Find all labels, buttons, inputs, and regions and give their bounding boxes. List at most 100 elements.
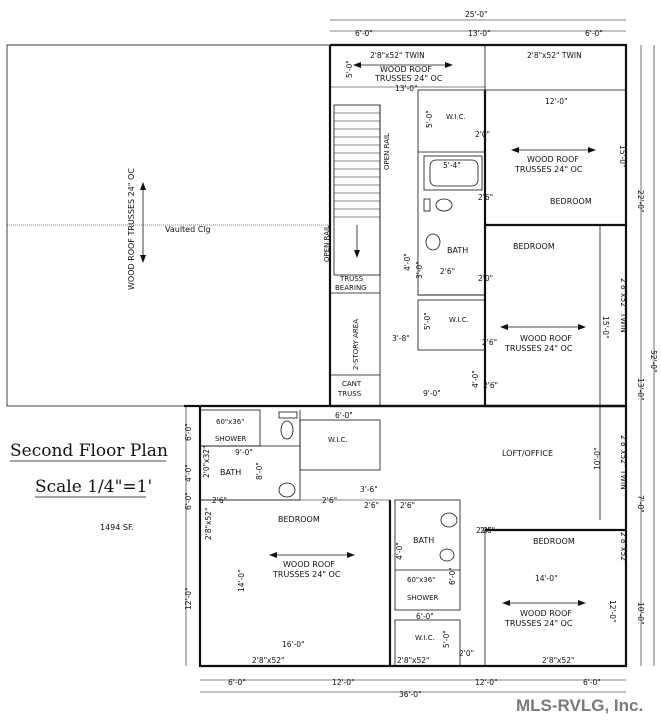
- dim-bot-d: 6'-0": [583, 678, 601, 687]
- dim-left-4: 4'-0": [184, 464, 193, 482]
- dim-wic-s-6: 6'-0": [416, 612, 434, 621]
- vaulted-label: Vaulted Clg: [165, 225, 211, 234]
- watermark: MLS-RVLG, Inc.: [516, 696, 643, 715]
- top-truss-note-2: TRUSSES 24" OC: [374, 74, 443, 83]
- two-story-label: 2-STORY AREA: [352, 319, 360, 370]
- top-truss-note-1: WOOD ROOF: [380, 65, 432, 74]
- shower-s-label: SHOWER: [407, 594, 439, 602]
- bedroom-se-label: BEDROOM: [533, 537, 575, 546]
- toilet-tank-n: [423, 198, 431, 212]
- wic-label-4: W.I.C.: [415, 634, 435, 642]
- loft-label: LOFT/OFFICE: [502, 449, 553, 458]
- bedroom-sw-label: BEDROOM: [278, 515, 320, 524]
- shower-w-label: SHOWER: [215, 435, 247, 443]
- dim-inner-13: 13'-0": [395, 84, 418, 93]
- dim-bed-sw-14: 14'-0": [237, 569, 246, 592]
- shower-s-size: 60"x36": [407, 576, 435, 584]
- door-wic-e: 2'6": [482, 338, 497, 347]
- dim-wic-s-5: 5'-0": [442, 630, 451, 648]
- door-bed-sw: 2'6": [364, 501, 379, 510]
- dim-loft-10: 10'-0": [593, 447, 602, 470]
- window-right-1: 2'8"x52" TWIN: [619, 278, 628, 333]
- dim-left-6b: 6'-0": [184, 492, 193, 510]
- dim-left-6: 6'-0": [184, 423, 193, 441]
- door-wic-s: 2'0": [459, 649, 474, 658]
- dim-bed-ne-w: 12'-0": [545, 97, 568, 106]
- wic-label-3: W.I.C.: [328, 436, 348, 444]
- sink-w: [278, 482, 296, 498]
- wic-label-2: W.I.C.: [449, 316, 469, 324]
- dim-bot-b: 12'-0": [332, 678, 355, 687]
- dim-wic-5a: 5'-0": [425, 110, 434, 128]
- dim-left-12: 12'-0": [184, 587, 193, 610]
- dim-bath-5-4: 5'-4": [443, 161, 461, 170]
- door-bed-se-2: 2'6": [480, 526, 495, 535]
- dim-stair-5: 5'-0": [345, 60, 354, 78]
- vertical-truss-note: WOOD ROOF TRUSSES 24" OC: [127, 168, 136, 290]
- open-rail-label-1: OPEN RAIL: [383, 133, 391, 170]
- sink-n: [425, 233, 441, 251]
- open-rail-label-2: OPEN RAIL: [323, 225, 331, 262]
- shower-w-size: 60"x36": [216, 418, 244, 426]
- window-top-left: 2'8"x52" TWIN: [370, 51, 425, 60]
- stair-treads: [334, 112, 380, 218]
- tub: [423, 155, 483, 191]
- se-truss-note-1: WOOD ROOF: [520, 609, 572, 618]
- window-right-bed: 2'8"x52": [619, 532, 628, 565]
- dim-bot-c: 12'-0": [475, 678, 498, 687]
- window-bottom-1: 2'8"x52": [252, 656, 285, 665]
- dim-top-b: 13'-0": [468, 29, 491, 38]
- dim-hall-4: 4'-0": [471, 370, 480, 388]
- dim-shower-9: 9'-0": [235, 448, 253, 457]
- dim-bath-s-4: 4'-0": [395, 542, 404, 560]
- sink-s: [440, 512, 458, 528]
- bedroom-e-label: BEDROOM: [513, 242, 555, 251]
- e-truss-note-1: WOOD ROOF: [520, 334, 572, 343]
- dim-wic-5b: 5'-0": [423, 312, 432, 330]
- dim-stair-4: 4'-0": [403, 253, 412, 271]
- door-bed-e: 2'0": [478, 274, 493, 283]
- bath-w-label: BATH: [220, 468, 241, 477]
- window-right-loft: 2'8"x52" TWIN: [619, 435, 628, 490]
- window-left-bed: 2'8"x52": [204, 508, 213, 541]
- wic-w: [299, 419, 381, 471]
- arrow-left-icon: [502, 600, 510, 606]
- dim-bed-e-h: 15'-0": [601, 316, 610, 339]
- door-wic-w: 2'6": [322, 496, 337, 505]
- door-bath-w: 2'6": [212, 496, 227, 505]
- door-bath-s: 2'0": [476, 526, 491, 535]
- ne-truss-note-2: TRUSSES 24" OC: [514, 165, 583, 174]
- dim-small-3: 3'-0": [415, 261, 424, 279]
- sw-truss-note-2: TRUSSES 24" OC: [272, 570, 341, 579]
- truss-bearing-2: BEARING: [335, 284, 367, 292]
- window-left-bath: 2'0"x32": [202, 446, 211, 479]
- arrow-right-icon: [347, 552, 355, 558]
- dim-bot-a: 6'-0": [228, 678, 246, 687]
- e-truss-note-2: TRUSSES 24" OC: [504, 344, 573, 353]
- dim-bed-sw-16: 16'-0": [282, 640, 305, 649]
- dim-hall-9: 9'-0": [423, 389, 441, 398]
- dim-top-c: 6'-0": [585, 29, 603, 38]
- dim-bot-total: 36'-0": [399, 690, 422, 699]
- window-bottom-3: 2'8"x52": [542, 656, 575, 665]
- stair-down-icon: [354, 250, 360, 258]
- cant-truss-2: TRUSS: [337, 390, 362, 398]
- dim-3-8: 3'-8": [392, 334, 410, 343]
- se-truss-note-2: TRUSSES 24" OC: [504, 619, 573, 628]
- plan-scale: Scale 1/4"=1': [35, 477, 152, 497]
- window-top-right: 2'8"x52" TWIN: [527, 51, 582, 60]
- arrow-left-icon: [511, 147, 519, 153]
- ne-truss-note-1: WOOD ROOF: [527, 155, 579, 164]
- cant-truss-1: CANT: [342, 380, 362, 388]
- sw-truss-note-1: WOOD ROOF: [283, 560, 335, 569]
- bath-s-area: [394, 499, 461, 611]
- dim-right-13: 13'-0": [636, 378, 645, 401]
- dim-bed-se-14: 14'-0": [535, 574, 558, 583]
- bath-s-label: BATH: [413, 536, 434, 545]
- wic-s: [394, 619, 461, 667]
- toilet-s: [439, 548, 455, 562]
- door-bed-se: 2'6": [400, 501, 415, 510]
- bath-n-label: BATH: [447, 246, 468, 255]
